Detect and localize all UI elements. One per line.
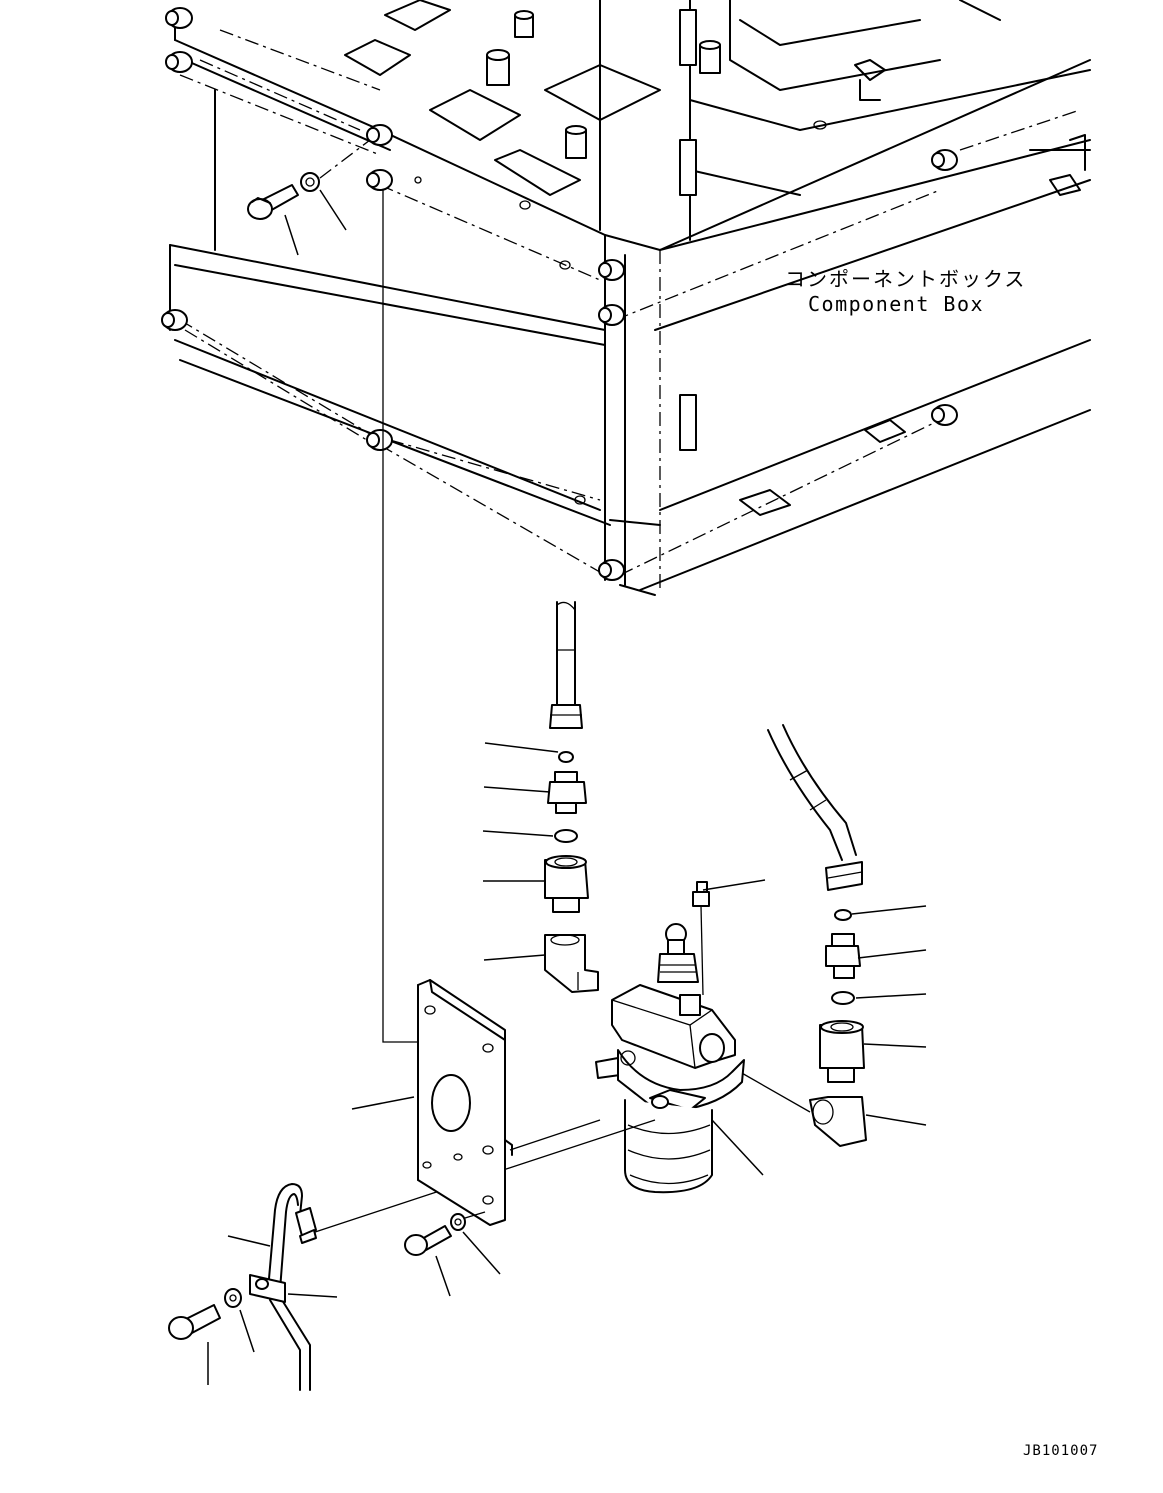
- fuel-tube: [267, 1183, 317, 1391]
- o-ring-2: [554, 829, 578, 843]
- tube-clamp: [249, 1274, 286, 1303]
- o-ring-3: [834, 909, 852, 921]
- right-adapter: [825, 933, 861, 979]
- right-elbow: [809, 1096, 867, 1147]
- lower-left-washer: [224, 1288, 242, 1308]
- component-box-frame: [161, 0, 1091, 596]
- upper-hose: [549, 601, 583, 729]
- o-ring-4: [831, 991, 855, 1005]
- lower-bolt: [404, 1225, 452, 1256]
- component-box-label-jp: コンポーネントボックス: [785, 267, 1026, 291]
- upper-bolt: [247, 184, 299, 220]
- hex-nut-adapter: [544, 855, 589, 913]
- elbow-fitting: [544, 934, 599, 993]
- right-hex-nut: [819, 1020, 865, 1083]
- o-ring-1: [558, 751, 574, 763]
- right-hose: [767, 724, 863, 891]
- component-box-label-en: Component Box: [808, 292, 984, 316]
- mounting-bracket: [417, 979, 513, 1226]
- straight-adapter: [547, 771, 587, 814]
- drawing-code: JB101007: [1023, 1443, 1098, 1459]
- upper-washer: [300, 172, 320, 192]
- lower-left-bolt: [168, 1304, 221, 1340]
- fuel-filter-assembly: [595, 881, 745, 1194]
- lower-washer: [450, 1213, 466, 1231]
